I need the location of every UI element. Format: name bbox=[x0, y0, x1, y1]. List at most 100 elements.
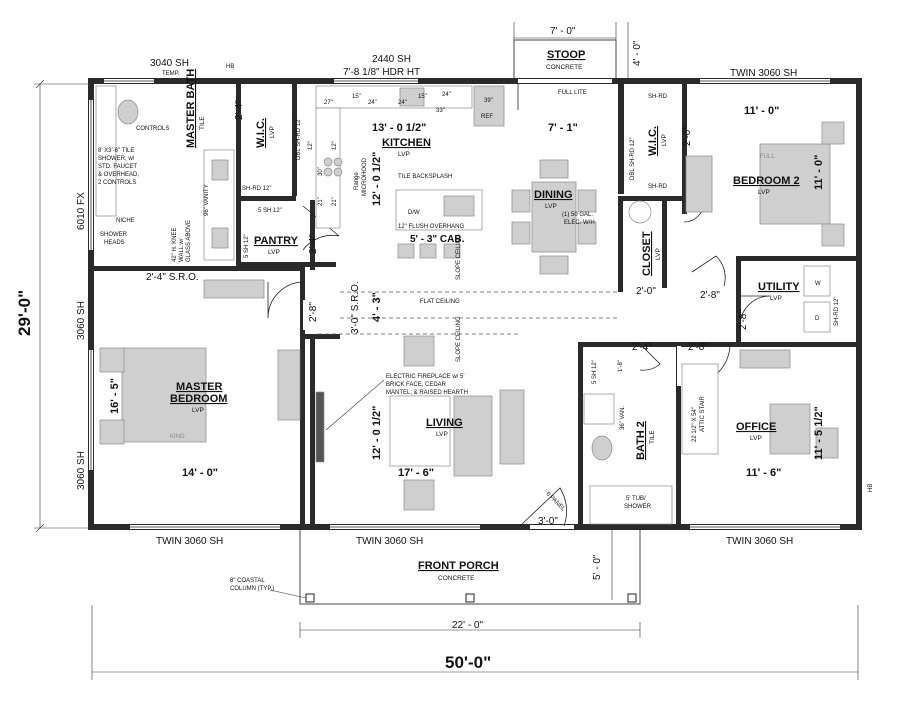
window-label: TWIN 3060 SH bbox=[726, 536, 793, 547]
cabinet-dim: 33" bbox=[436, 108, 445, 114]
dim-kitchen-width: 13' - 0 1/2" bbox=[372, 122, 426, 134]
porch-column bbox=[627, 593, 637, 603]
dim-sro-bath: 2'-4" S.R.O. bbox=[146, 272, 199, 283]
bathtub bbox=[589, 485, 673, 525]
note-shelf: 5 SH 12" bbox=[258, 208, 282, 214]
dim-stoop-width: 7' - 0" bbox=[550, 26, 576, 37]
note-shower: & OVERHEAD, bbox=[98, 172, 139, 178]
room-floor-wic: LVP bbox=[269, 126, 276, 138]
exterior-walls bbox=[88, 78, 862, 530]
room-floor-utility: LVP bbox=[770, 295, 782, 302]
note-shower: STD. FAUCET bbox=[98, 164, 137, 170]
dim-overall-width: 50'-0" bbox=[445, 653, 491, 672]
room-name-kitchen: KITCHEN bbox=[382, 137, 431, 149]
fireplace bbox=[315, 391, 325, 463]
note-tub: SHOWER bbox=[624, 504, 652, 510]
toilet bbox=[591, 435, 613, 461]
dim-living-width: 17' - 6" bbox=[398, 467, 434, 479]
dim-office-depth: 11' - 5 1/2" bbox=[813, 406, 825, 460]
header-height-label: 7'-8 1/8" HDR HT bbox=[343, 67, 420, 78]
ceiling-lines bbox=[318, 291, 620, 335]
attic-stair bbox=[681, 363, 719, 455]
bedroom2-bed bbox=[759, 143, 831, 225]
dim-door: 2'-0" bbox=[682, 126, 693, 146]
dimension-labels: 7' - 0" 4' - 0" 29'-0" 50'-0" 22' - 0" 5… bbox=[15, 26, 825, 672]
dim-door: 2'-4" bbox=[234, 100, 245, 120]
cabinet-dim: 15" bbox=[352, 94, 361, 100]
note-flat-ceiling: FLAT CEILING bbox=[420, 299, 460, 305]
cabinet-dim: 24" bbox=[398, 100, 407, 106]
room-name-master-bath: MASTER BATH bbox=[185, 69, 197, 148]
note-shelf: SH-RD bbox=[648, 94, 668, 100]
dim-dining-width: 7' - 1" bbox=[548, 122, 578, 134]
toilet bbox=[117, 99, 139, 125]
dim-living-depth: 12' - 0 1/2" bbox=[371, 406, 383, 460]
note-shower-heads: SHOWER bbox=[100, 232, 128, 238]
dim-door: 2'-0" bbox=[636, 286, 656, 297]
window-label: 6010 FX bbox=[76, 192, 87, 230]
note-full-lite: FULL LITE bbox=[558, 90, 587, 96]
room-name-wic-2: W.I.C. bbox=[647, 126, 659, 156]
dim-door: 2'-8" bbox=[308, 302, 319, 322]
note-vanity: 96" VANITY bbox=[204, 184, 210, 216]
note-dryer: D bbox=[815, 316, 820, 322]
master-bed bbox=[121, 347, 207, 443]
cabinet-dim: 15" bbox=[418, 94, 427, 100]
note-shower: 8' X3'-6" TILE bbox=[98, 148, 134, 154]
kitchen-sink bbox=[399, 87, 425, 107]
cabinet-dim: 27" bbox=[324, 100, 333, 106]
porch-column bbox=[465, 593, 475, 603]
room-floor-closet: LVP bbox=[655, 248, 662, 260]
island-sink bbox=[443, 195, 475, 217]
cabinet-dim: 39" bbox=[484, 98, 493, 104]
dim-door: 2'-8" bbox=[700, 290, 720, 301]
cabinet-dim: 30" bbox=[318, 167, 324, 176]
dim-master-depth: 16' - 5" bbox=[109, 378, 121, 414]
dim-stoop-depth: 4' - 0" bbox=[632, 40, 643, 66]
door-swings bbox=[267, 201, 771, 527]
note-column: COLUMN (TYP.) bbox=[230, 586, 274, 592]
note-fireplace: MANTEL, & RAISED HEARTH bbox=[386, 390, 468, 396]
hose-bib-label: HB bbox=[226, 64, 234, 70]
window-label: TWIN 3060 SH bbox=[356, 536, 423, 547]
note-knee-wall: 42" H. KNEE bbox=[172, 228, 178, 262]
room-name-bath-2: BATH 2 bbox=[635, 421, 647, 460]
dim-porch-depth: 5' - 0" bbox=[592, 554, 603, 580]
window-note: TEMP. bbox=[162, 71, 180, 77]
dim-kitchen-depth: 12' - 0 1/2" bbox=[371, 152, 383, 206]
note-dishwasher: D/W bbox=[408, 210, 420, 216]
room-floor-pantry: LVP bbox=[268, 249, 280, 256]
room-floor-master-bath: TILE bbox=[199, 116, 206, 130]
note-fireplace: BRICK FACE, CEDAR bbox=[386, 382, 447, 388]
dim-sro-hall: 3'-0" S.R.O. bbox=[350, 281, 361, 334]
interior-walls bbox=[94, 84, 856, 530]
note-shower-heads: HEADS bbox=[104, 240, 125, 246]
sink bbox=[211, 159, 229, 181]
note-shelf: SH-RD bbox=[648, 184, 668, 190]
note-attic-stair: ATTIC STAIR bbox=[700, 396, 706, 432]
room-name-dining: DINING bbox=[534, 189, 573, 201]
room-floor-stoop: CONCRETE bbox=[546, 64, 583, 71]
note-shower: SHOWER, w/ bbox=[98, 156, 135, 162]
room-name-office: OFFICE bbox=[736, 421, 776, 433]
room-name-front-porch: FRONT PORCH bbox=[418, 560, 499, 572]
note-niche: NICHE bbox=[116, 218, 135, 224]
note-fireplace: ELECTRIC FIREPLACE w/ 5' bbox=[386, 374, 465, 380]
note-shower: 2 CONTROLS bbox=[98, 180, 136, 186]
room-name-wic: W.I.C. bbox=[255, 118, 267, 148]
dim-porch-width: 22' - 0" bbox=[452, 620, 483, 631]
note-water-heater: ELEC. W/H bbox=[564, 220, 595, 226]
cabinet-dim: 12" bbox=[332, 141, 338, 150]
cabinet-dim: 21" bbox=[332, 197, 338, 206]
dim-office-width: 11' - 6" bbox=[746, 467, 781, 479]
cabinet-dim: 21" bbox=[318, 197, 324, 206]
window-label: TWIN 3060 SH bbox=[730, 68, 797, 79]
note-overhang: 12" FLUSH OVERHANG bbox=[398, 224, 464, 230]
note-knee-wall: GLASS ABOVE bbox=[186, 220, 192, 262]
refrigerator bbox=[473, 85, 505, 127]
note-bed-size: KING bbox=[170, 434, 185, 440]
room-floor-front-porch: CONCRETE bbox=[438, 575, 475, 582]
window-label: 3060 SH bbox=[76, 451, 87, 490]
room-name-utility: UTILITY bbox=[758, 281, 800, 293]
